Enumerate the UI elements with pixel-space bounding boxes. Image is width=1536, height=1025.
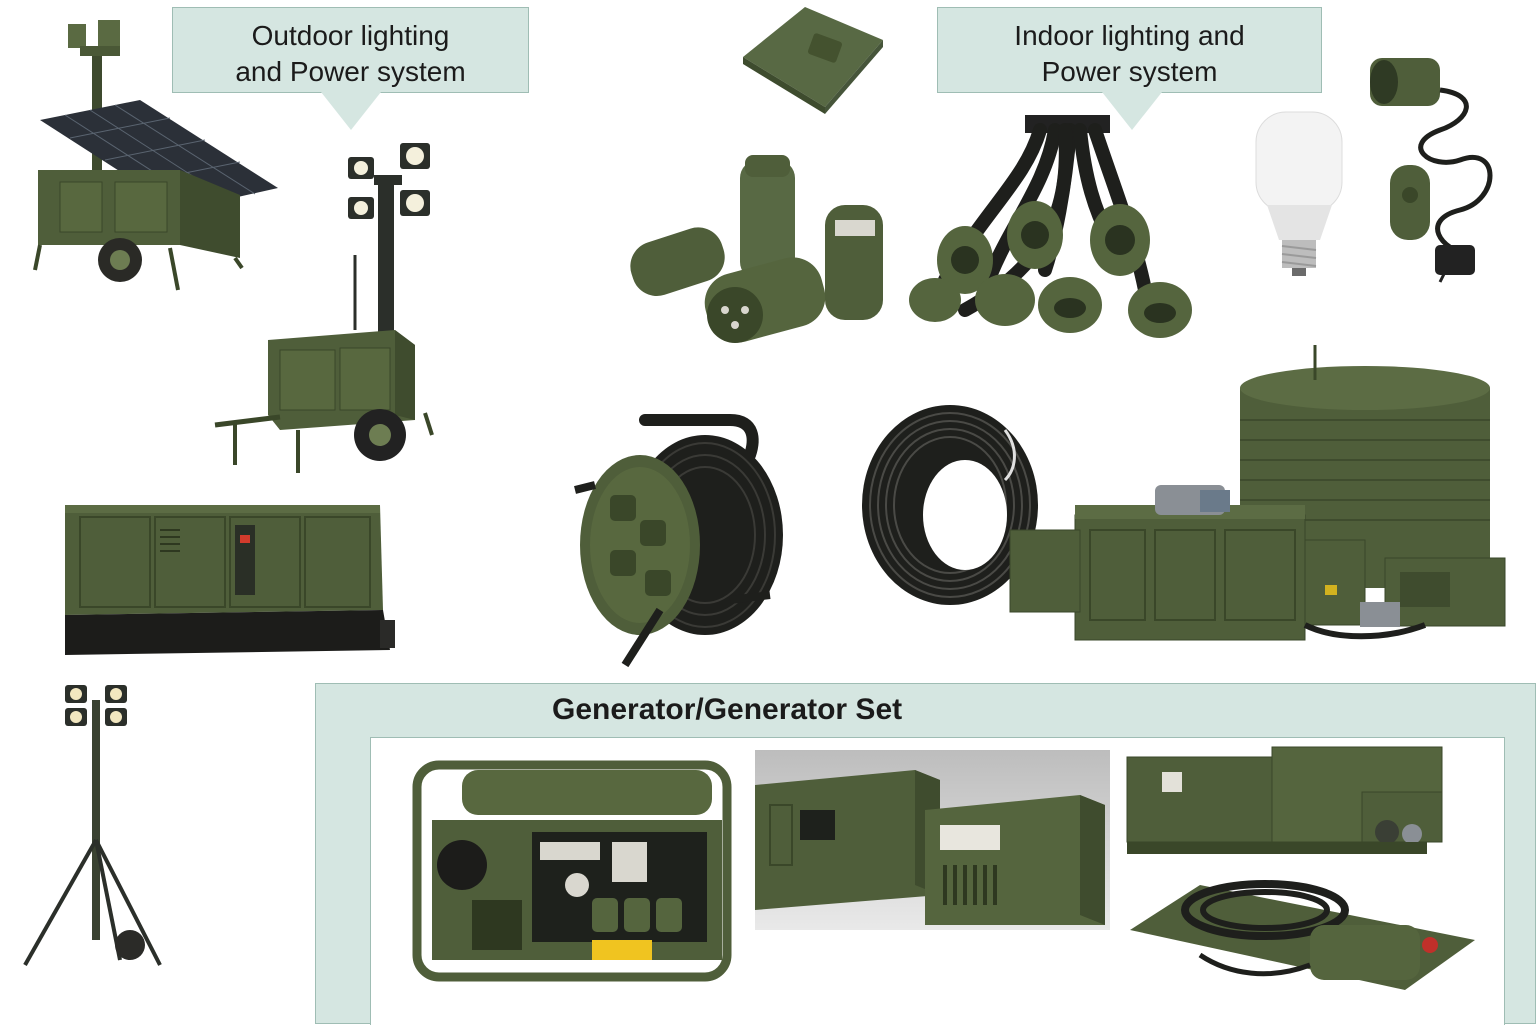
outdoor-callout-line2: and Power system (235, 56, 466, 87)
indoor-callout-arrow (1102, 92, 1162, 130)
containerized-generator-icon (65, 505, 395, 655)
generator-section-title: Generator/Generator Set (552, 693, 903, 726)
cable-coil-icon (862, 405, 1038, 605)
solar-light-tower-trailer-icon (33, 20, 278, 291)
tripod-light-mast-icon (23, 685, 162, 966)
outdoor-callout-line1: Outdoor lighting (251, 20, 450, 51)
cable-splitter-connectors-icon (909, 115, 1192, 338)
outdoor-callout: Outdoor lighting and Power system (172, 7, 529, 93)
portable-open-frame-generator-icon (412, 760, 732, 982)
led-bulb-icon (1255, 111, 1343, 276)
power-socket-box-icon (743, 7, 883, 114)
fuel-tank-and-generator-system-icon (1009, 345, 1506, 641)
lamp-holder-with-cord-icon (1370, 58, 1493, 283)
indoor-callout: Indoor lighting and Power system (937, 7, 1322, 93)
mobile-light-tower-trailer-icon (214, 143, 434, 473)
enclosed-generator-sets-icon (755, 770, 1105, 925)
cable-reel-icon (574, 414, 783, 668)
skid-generator-set-icon (1126, 746, 1443, 854)
outdoor-callout-arrow (321, 92, 381, 130)
indoor-callout-line2: Power system (1041, 56, 1218, 87)
industrial-plugs-connectors-icon (630, 155, 883, 343)
indoor-callout-line1: Indoor lighting and (1014, 20, 1245, 51)
generator-cable-kit-icon (1130, 880, 1475, 990)
